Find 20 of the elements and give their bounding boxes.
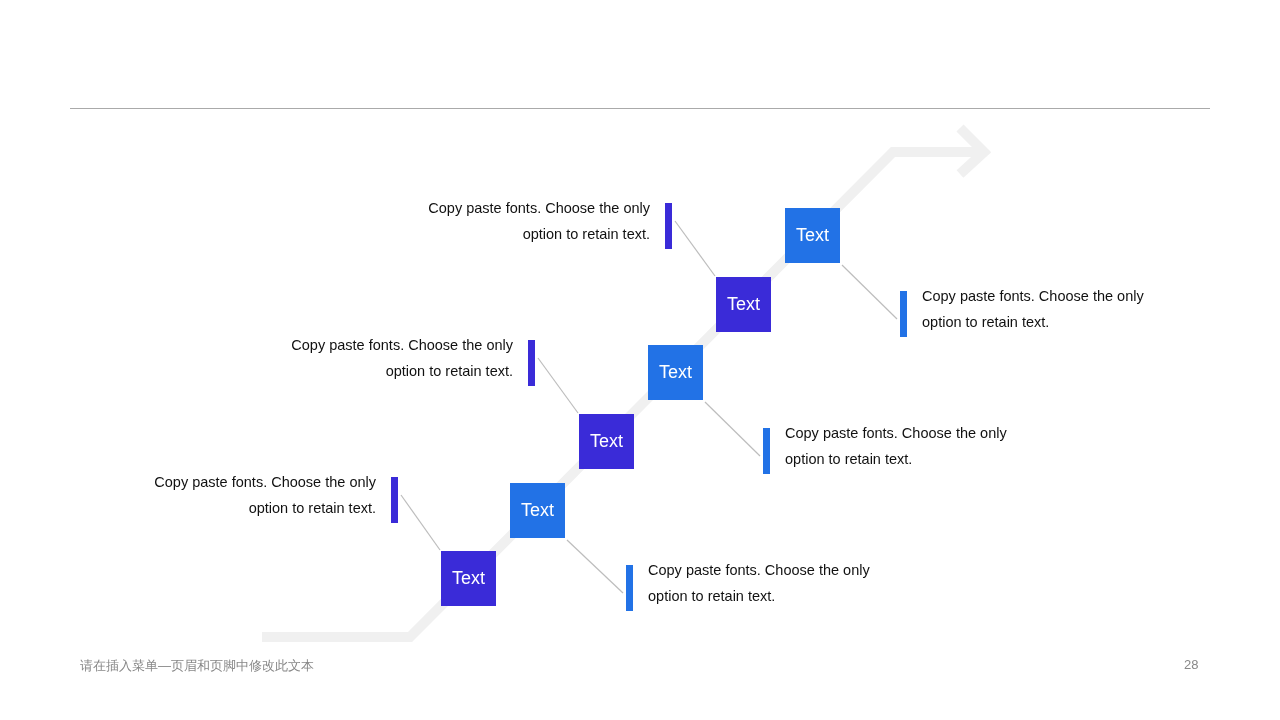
description-text: Copy paste fonts. Choose the only option to retain text. (290, 336, 513, 381)
description-text: Copy paste fonts. Choose the only option to retain text. (153, 473, 376, 518)
description-text: Copy paste fonts. Choose the only option to retain text. (785, 424, 1008, 469)
description-text: Copy paste fonts. Choose the only option to retain text. (922, 287, 1145, 332)
step-box: Text (716, 277, 771, 332)
footer-text: 请在插入菜单—页眉和页脚中修改此文本 (80, 657, 314, 675)
leader-line (674, 220, 716, 277)
leader-line (566, 539, 624, 594)
leader-line (841, 264, 898, 320)
page-number: 28 (1184, 657, 1199, 672)
step-box: Text (648, 345, 703, 400)
description-text: Copy paste fonts. Choose the only option to retain text. (427, 199, 650, 244)
step-box: Text (785, 208, 840, 263)
leader-line (537, 357, 579, 414)
step-box: Text (579, 414, 634, 469)
leader-line (400, 494, 441, 551)
step-box: Text (510, 483, 565, 538)
description-text: Copy paste fonts. Choose the only option to retain text. (648, 561, 871, 606)
leader-line (704, 401, 761, 457)
step-box: Text (441, 551, 496, 606)
